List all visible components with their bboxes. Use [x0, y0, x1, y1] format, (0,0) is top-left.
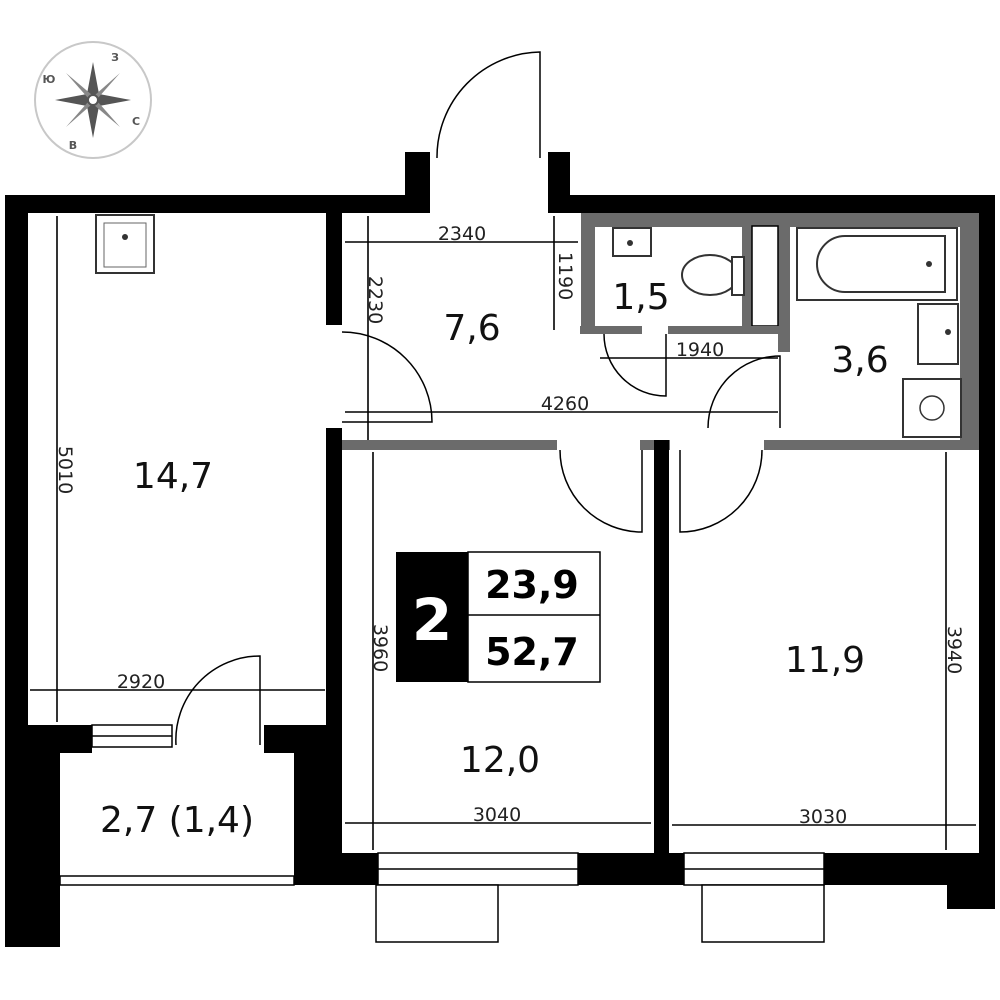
room-area-bedroom-right: 11,9: [785, 640, 865, 681]
compass-center: [87, 94, 99, 106]
living-area-value: 23,9: [485, 563, 579, 607]
bath-sink-icon: [917, 303, 959, 365]
wc-bottom-left: [580, 326, 642, 334]
loggia-glazing: [59, 875, 295, 886]
room-area-living: 14,7: [133, 456, 213, 497]
compass-star-se: [93, 100, 120, 127]
bottom-wall-2: [578, 853, 684, 885]
room-area-bedroom-left: 12,0: [460, 740, 540, 781]
bathroom-walls: [342, 212, 979, 450]
bath-right-wall: [960, 212, 979, 450]
toilet-icon: [681, 254, 739, 296]
compass-star-icon: [87, 62, 99, 100]
wc-left-wall: [581, 212, 595, 334]
compass-star-west: [55, 94, 93, 106]
bottom-wall-1: [294, 853, 378, 885]
balcony-right-ledge: [701, 884, 825, 943]
living-door: [341, 331, 433, 423]
bed1-top-wall: [342, 440, 557, 450]
room-area-bath: 3,6: [831, 340, 888, 381]
bedroom-right-door: [679, 449, 763, 533]
loggia-top-left: [28, 725, 92, 753]
entry-door: [436, 51, 541, 159]
compass-label-south: В: [69, 139, 77, 152]
dim-bed1-height: 3960: [369, 624, 391, 672]
left-wall: [5, 195, 28, 725]
bath-door: [707, 355, 781, 429]
partition-inner: [751, 225, 779, 327]
wc-door: [603, 333, 667, 397]
top-wall-right: [548, 195, 979, 213]
compass-star-sw: [66, 100, 93, 127]
compass: З С В Ю: [34, 41, 152, 159]
dimension-lines: [30, 216, 976, 850]
area-box: [467, 551, 601, 683]
living-bed-wall: [326, 428, 342, 728]
bedrooms-divider: [654, 440, 669, 885]
room-labels: 14,7 7,6 1,5 3,6 12,0 11,9 2,7 (1,4): [100, 277, 889, 841]
dim-bed2-height: 3940: [943, 626, 965, 674]
dim-living-width: 2920: [117, 671, 165, 693]
room-area-wc: 1,5: [612, 277, 669, 318]
dim-hall-depth: 2230: [364, 276, 386, 324]
dim-wc-width: 1940: [676, 339, 724, 361]
wm-drum: [919, 395, 945, 421]
sink-inner: [103, 222, 147, 268]
left-wall-lower: [5, 725, 60, 947]
dim-living-height: 5010: [54, 446, 76, 494]
total-area-value: 52,7: [485, 630, 579, 674]
compass-star-east: [93, 94, 131, 106]
toilet-tank: [731, 256, 745, 296]
area-summary-badge: 2 23,9 52,7: [396, 551, 601, 683]
dimension-labels: 2340 2230 1190 1940 4260 5010 2920 3960 …: [54, 223, 965, 828]
dim-hall-width: 2340: [438, 223, 486, 245]
entry-jamb-left: [405, 152, 430, 213]
bath-door-jamb: [778, 326, 790, 352]
compass-star-ne: [93, 73, 120, 100]
wc-bottom-right: [668, 326, 778, 334]
bath-drain: [926, 261, 932, 267]
wet-top-wall: [581, 212, 979, 227]
compass-label-west: Ю: [43, 73, 56, 86]
dim-bed1-width: 3040: [473, 804, 521, 826]
fixtures: [95, 214, 962, 438]
rooms-count: 2: [412, 586, 452, 654]
compass-ring: [34, 41, 152, 159]
wc-sink-drain: [627, 240, 633, 246]
dim-bed2-width: 3030: [799, 806, 847, 828]
dim-corridor: 4260: [541, 393, 589, 415]
doors: [175, 51, 781, 746]
room-area-hall: 7,6: [443, 308, 500, 349]
compass-star-south: [87, 100, 99, 138]
bath-sink-drain: [945, 329, 951, 335]
bottom-wall-3: [824, 853, 948, 885]
compass-star-nw: [66, 73, 93, 100]
compass-label-east: С: [132, 115, 140, 128]
dim-wc-depth: 1190: [554, 252, 576, 300]
bathtub-inner: [816, 235, 946, 293]
room-area-loggia: 2,7 (1,4): [100, 800, 254, 841]
loggia-door: [175, 655, 261, 746]
structural-walls: [5, 152, 995, 947]
balcony-left-ledge: [375, 884, 499, 943]
right-wall: [979, 195, 995, 885]
kitchen-sink-icon: [95, 214, 155, 274]
compass-label-north: З: [111, 51, 119, 64]
living-hall-wall: [326, 213, 342, 325]
rooms-count-box: [396, 552, 468, 682]
top-wall-left: [5, 195, 430, 213]
windows: [59, 724, 825, 943]
bedroom-left-door: [559, 449, 643, 533]
bath-bottom-wall: [764, 440, 979, 450]
sink-drain: [122, 234, 128, 240]
